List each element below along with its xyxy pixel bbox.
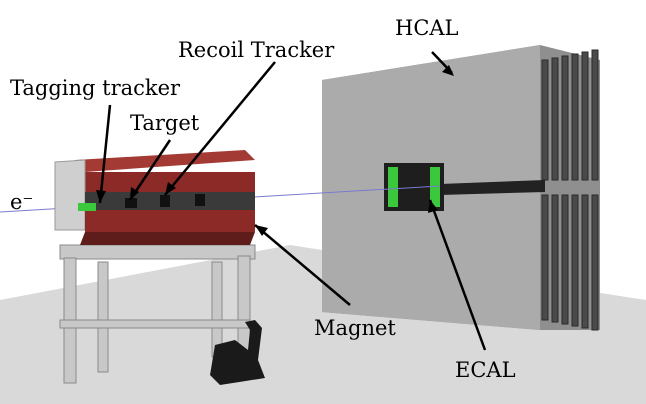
tagging-tracker-label: Tagging tracker (10, 76, 181, 100)
ecal-label: ECAL (455, 358, 516, 382)
target-label: Target (130, 111, 200, 135)
magnet-label: Magnet (314, 316, 396, 340)
pointer-arrowheads (96, 65, 454, 236)
swan-figure (210, 320, 265, 385)
ecal-detector (384, 163, 444, 211)
magnet-body (54, 150, 255, 245)
recoil-tracker-label: Recoil Tracker (178, 38, 335, 62)
beam-label: e⁻ (10, 190, 34, 214)
hcal-detector (322, 45, 600, 331)
support-table (59, 244, 256, 384)
hcal-label: HCAL (395, 16, 459, 40)
